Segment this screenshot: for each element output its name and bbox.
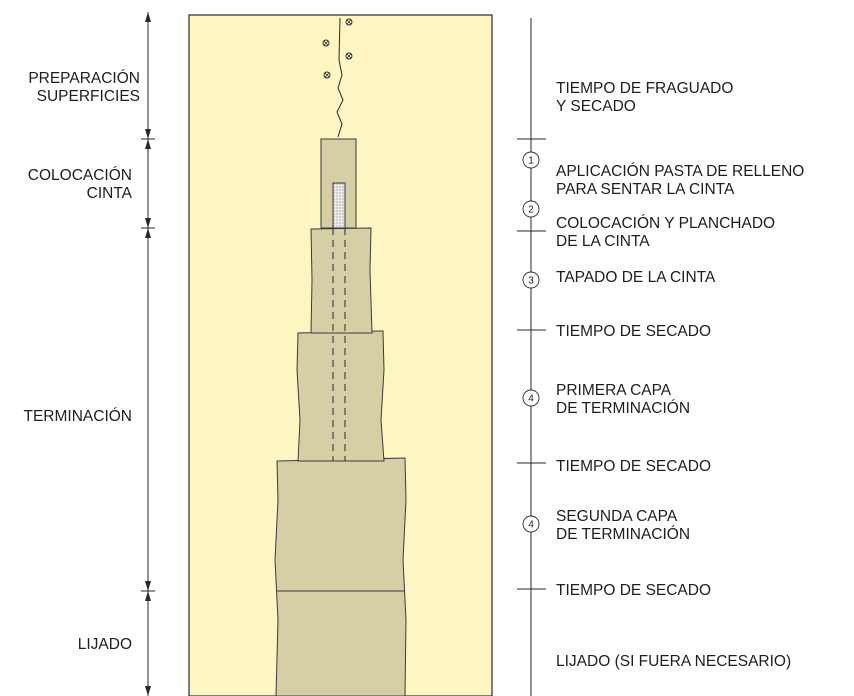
step-number-3: 3 — [522, 271, 540, 289]
step-planchado-line2: DE LA CINTA — [556, 233, 650, 250]
phase-colocacion-line1: COLOCACIÓN — [28, 167, 132, 184]
step-secado-2: TIEMPO DE SECADO — [556, 458, 711, 475]
phase-preparacion-line1: PREPARACIÓN — [28, 70, 140, 87]
layer-first-finish — [296, 330, 385, 462]
step-fraguado-line1: TIEMPO DE FRAGUADO — [556, 80, 733, 97]
layer-second-finish — [274, 457, 407, 696]
step-aplicacion-line2: PARA SENTAR LA CINTA — [556, 181, 735, 198]
phase-terminacion: TERMINACIÓN — [24, 408, 133, 425]
step-number-4a-text: 4 — [528, 394, 534, 405]
step-segunda-capa-line2: DE TERMINACIÓN — [556, 526, 690, 543]
screw-heads — [322, 18, 353, 79]
step-secado-3: TIEMPO DE SECADO — [556, 582, 711, 599]
step-segunda-capa-line1: SEGUNDA CAPA — [556, 508, 678, 525]
timeline-axis — [517, 18, 546, 696]
phase-preparacion-line2: SUPERFICIES — [37, 88, 140, 105]
layer-tape-cover — [310, 227, 373, 334]
step-number-3-text: 3 — [528, 276, 534, 287]
screw-icon — [323, 71, 331, 79]
step-number-4b: 4 — [522, 515, 540, 533]
step-number-2-text: 2 — [528, 205, 534, 216]
step-secado-1: TIEMPO DE SECADO — [556, 323, 711, 340]
screw-icon — [345, 18, 353, 26]
step-primera-capa-line1: PRIMERA CAPA — [556, 382, 672, 399]
step-number-1-text: 1 — [528, 156, 534, 167]
step-number-4a: 4 — [522, 389, 540, 407]
step-fraguado-line2: Y SECADO — [556, 98, 636, 115]
step-aplicacion-line1: APLICACIÓN PASTA DE RELLENO — [556, 163, 804, 180]
step-primera-capa-line2: DE TERMINACIÓN — [556, 400, 690, 417]
step-lijado-final: LIJADO (SI FUERA NECESARIO) — [556, 653, 791, 670]
step-number-4b-text: 4 — [528, 520, 534, 531]
joint-tape — [332, 182, 346, 229]
screw-icon — [322, 39, 330, 47]
phase-dimension-line — [141, 12, 155, 696]
step-number-2: 2 — [522, 200, 540, 218]
phase-lijado: LIJADO — [78, 636, 132, 653]
step-number-1: 1 — [522, 151, 540, 169]
phase-colocacion-line2: CINTA — [87, 185, 133, 202]
screw-icon — [345, 52, 353, 60]
step-tapado: TAPADO DE LA CINTA — [556, 269, 716, 286]
step-planchado-line1: COLOCACIÓN Y PLANCHADO — [556, 215, 775, 232]
surface-crack — [336, 17, 344, 138]
